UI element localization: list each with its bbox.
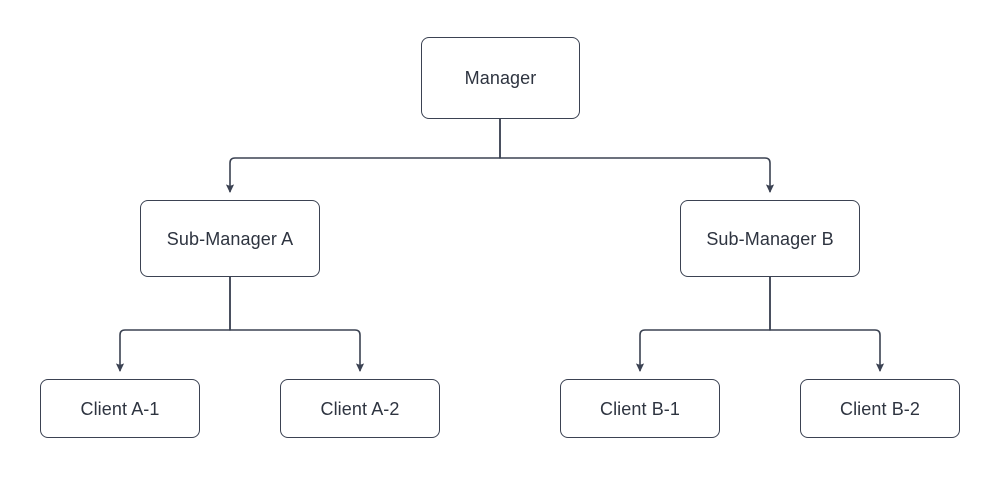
node-client-b2[interactable]: Client B-2 [800,379,960,438]
edge-sub-b-to-client-b2 [769,277,885,373]
node-client-b1-label: Client B-1 [599,398,681,419]
edge-manager-to-sub-a [225,119,501,194]
edge-sub-b-to-client-b1 [635,277,771,373]
node-client-b1[interactable]: Client B-1 [560,379,720,438]
node-client-a2-label: Client A-2 [320,398,400,419]
edge-sub-a-to-client-a1 [115,277,231,373]
node-client-a1[interactable]: Client A-1 [40,379,200,438]
node-sub-manager-a-label: Sub-Manager A [166,228,294,249]
node-sub-manager-a[interactable]: Sub-Manager A [140,200,320,277]
node-client-b2-label: Client B-2 [839,398,921,419]
edge-manager-to-sub-b [499,119,775,194]
node-client-a2[interactable]: Client A-2 [280,379,440,438]
node-manager-label: Manager [464,68,537,88]
node-manager[interactable]: Manager [421,37,580,119]
node-sub-manager-b-label: Sub-Manager B [706,228,834,249]
edge-sub-a-to-client-a2 [229,277,365,373]
node-sub-manager-b[interactable]: Sub-Manager B [680,200,860,277]
node-client-a1-label: Client A-1 [80,398,160,419]
